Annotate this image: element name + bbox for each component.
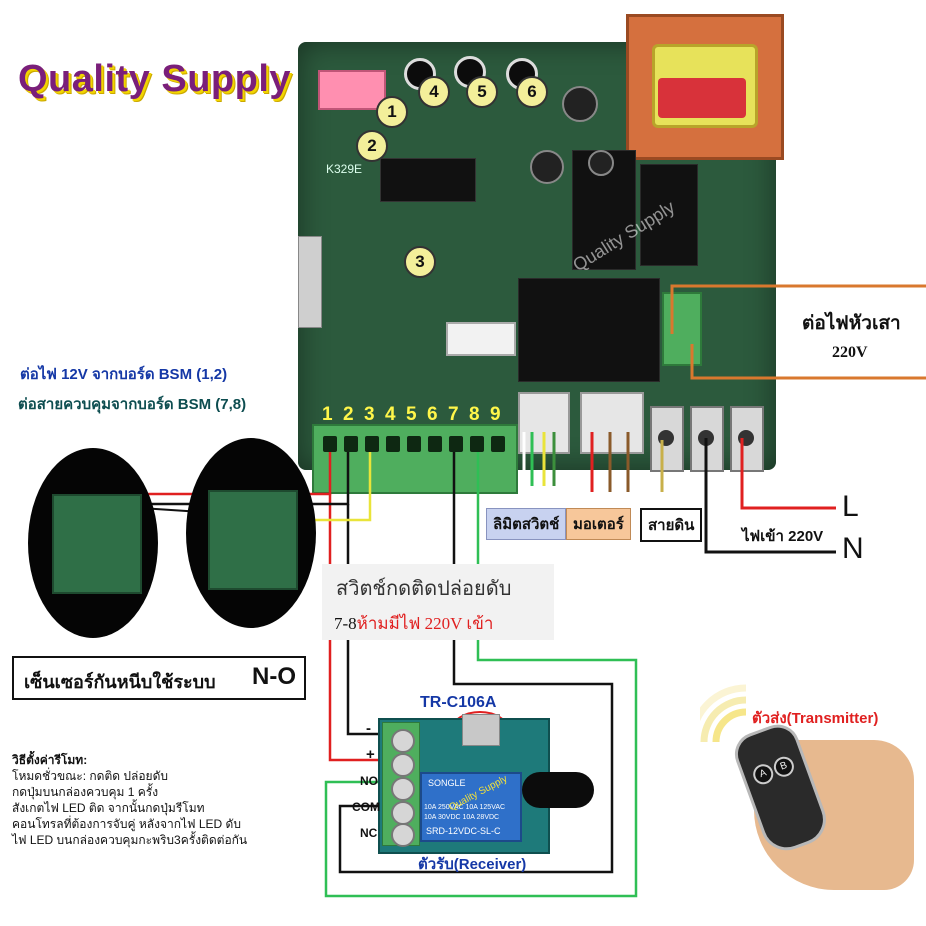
sensor-label-text: เซ็นเซอร์กันหนีบใช้ระบบ xyxy=(24,672,216,692)
note-power-12v: ต่อไฟ 12V จากบอร์ด BSM (1,2) xyxy=(20,366,228,383)
warning-prefix: 7-8 xyxy=(334,614,357,633)
wire-input-L xyxy=(740,438,836,510)
sensor-pcb-2 xyxy=(208,490,298,590)
receiver-learn-button xyxy=(462,714,500,746)
terminal-screw-8 xyxy=(470,436,484,452)
limit-switch-label: ลิมิตสวิตช์ xyxy=(486,508,567,540)
wire-post-power-1 xyxy=(670,284,926,334)
pin-com: COM xyxy=(352,800,380,814)
instruction-line: สังเกตไฟ LED ติด จากนั้นกดปุ่มรีโมท xyxy=(12,801,205,815)
pin-minus: - xyxy=(366,720,371,737)
warning-line2: 7-8ห้ามมีไฟ 220V เข้า xyxy=(334,610,493,637)
dip-switch xyxy=(318,70,386,110)
post-voltage: 220V xyxy=(832,344,868,361)
warning-box: สวิตช์กดติดปล่อยดับ 7-8ห้ามมีไฟ 220V เข้… xyxy=(322,564,554,640)
terminal-screw-4 xyxy=(386,436,400,452)
receiver-model: TR-C106A xyxy=(420,694,497,711)
pin-plus: + xyxy=(366,746,375,763)
instruction-line: กดปุ่มบนกล่องควบคุม 1 ครั้ง xyxy=(12,785,159,799)
transmitter-label: ตัวส่ง(Transmitter) xyxy=(752,710,879,727)
terminal-number-3: 3 xyxy=(364,404,375,425)
terminal-number-2: 2 xyxy=(343,404,354,425)
warning-red: ห้ามมีไฟ 220V เข้า xyxy=(356,614,494,633)
marker-2: 2 xyxy=(356,130,388,162)
relay-spec-1: 10A 250VAC 10A 125VAC xyxy=(424,804,506,811)
line-terminal xyxy=(730,406,764,472)
marker-3: 3 xyxy=(404,246,436,278)
ground-terminal xyxy=(650,406,684,472)
relay-2 xyxy=(640,164,698,266)
brand-title: Quality Supply xyxy=(18,58,292,100)
relay-brand: SONGLE xyxy=(428,778,466,788)
wire-post-power-2 xyxy=(690,344,926,380)
capacitor-2 xyxy=(588,150,614,176)
sensor-label-box: เซ็นเซอร์กันหนีบใช้ระบบ N-O xyxy=(12,656,306,700)
motor-label: มอเตอร์ xyxy=(566,508,631,540)
input-power-label: ไฟเข้า 220V xyxy=(742,528,824,545)
ic-chip xyxy=(380,158,476,202)
wire-t7-com xyxy=(338,450,614,874)
terminal-number-4: 4 xyxy=(385,404,396,425)
terminal-number-6: 6 xyxy=(427,404,438,425)
wire-input-N xyxy=(704,438,836,554)
relay-spec-2: 10A 30VDC 10A 28VDC xyxy=(424,814,500,821)
receiver-terminal xyxy=(382,722,420,847)
receiver-label: ตัวรับ(Receiver) xyxy=(418,856,527,873)
post-power-terminal xyxy=(662,292,702,366)
pin-nc: NC xyxy=(360,826,378,840)
receiver-relay: SONGLE 10A 250VAC 10A 125VAC 10A 30VDC 1… xyxy=(420,772,522,842)
instruction-line: โหมดชั่วขณะ: กดติด ปล่อยดับ xyxy=(12,769,168,783)
sensor-mode: N-O xyxy=(252,663,296,690)
marker-1: 1 xyxy=(376,96,408,128)
terminal-number-5: 5 xyxy=(406,404,417,425)
terminal-number-8: 8 xyxy=(469,404,480,425)
setup-instructions: วิธีตั้งค่ารีโมท: โหมดชั่วขณะ: กดติด ปล่อ… xyxy=(12,752,320,848)
rf-module xyxy=(298,236,322,328)
receiver-antenna xyxy=(522,772,594,808)
remote-button-b: B xyxy=(771,753,797,780)
post-power-label: ต่อไฟหัวเสา xyxy=(802,313,901,334)
terminal-strip xyxy=(312,424,518,494)
terminal-number-7: 7 xyxy=(448,404,459,425)
terminal-screw-7 xyxy=(449,436,463,452)
terminal-number-9: 9 xyxy=(490,404,501,425)
terminal-screw-2 xyxy=(344,436,358,452)
sensor-pcb-1 xyxy=(52,494,142,594)
marker-6: 6 xyxy=(516,76,548,108)
wire-t8-no xyxy=(324,450,638,898)
terminal-screw-6 xyxy=(428,436,442,452)
terminal-screw-1 xyxy=(323,436,337,452)
marker-5: 5 xyxy=(466,76,498,108)
pin-no: NO xyxy=(360,774,378,788)
line-L-label: L xyxy=(842,490,859,523)
instruction-line: ไฟ LED บนกล่องควบคุมกะพริบ3ครั้งติดต่อกั… xyxy=(12,833,248,847)
ground-label: สายดิน xyxy=(640,508,703,542)
instruction-line: คอนโทรลที่ต้องการจับคู่ หลังจากไฟ LED ดั… xyxy=(12,817,241,831)
instruction-line: วิธีตั้งค่ารีโมท: xyxy=(12,753,88,767)
note-control-78: ต่อสายควบคุมจากบอร์ด BSM (7,8) xyxy=(18,396,247,413)
header-connector xyxy=(446,322,516,356)
terminal-screw-5 xyxy=(407,436,421,452)
warning-line1: สวิตช์กดติดปล่อยดับ xyxy=(336,578,512,600)
board-model: K329E xyxy=(326,162,363,176)
terminal-number-1: 1 xyxy=(322,404,333,425)
terminal-screw-3 xyxy=(365,436,379,452)
capacitor-1 xyxy=(562,86,598,122)
line-N-label: N xyxy=(842,532,864,565)
remote-button-a: A xyxy=(750,761,777,788)
relay-model: SRD-12VDC-SL-C xyxy=(426,826,501,836)
relay-bank xyxy=(518,278,660,382)
buzzer xyxy=(530,150,564,184)
transformer-coil-red xyxy=(658,78,746,118)
terminal-screw-9 xyxy=(491,436,505,452)
marker-4: 4 xyxy=(418,76,450,108)
